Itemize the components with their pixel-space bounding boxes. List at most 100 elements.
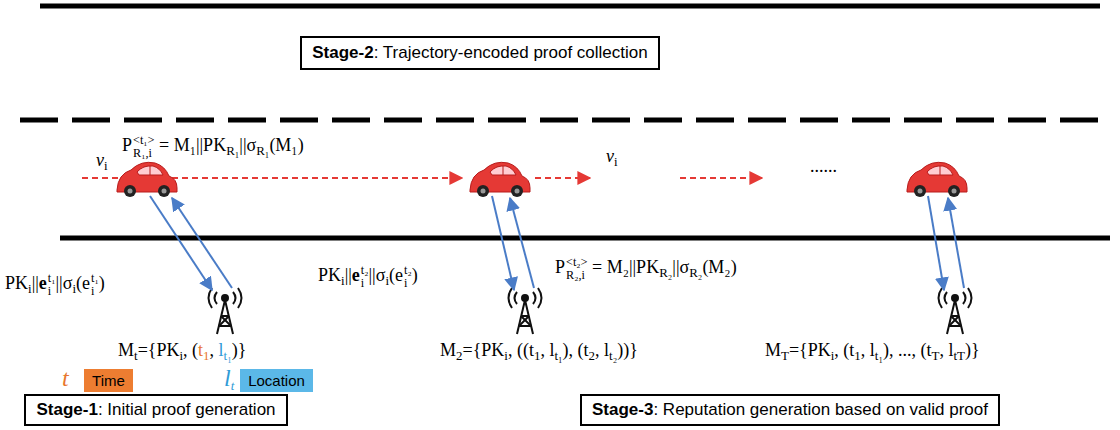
script-stack: t₁i (48, 272, 56, 298)
formula-part: = M₂||PK (587, 257, 659, 277)
formula-part: 2 (589, 348, 595, 363)
formula-part: 1 (534, 348, 540, 363)
formula-part: t₁ (224, 348, 232, 363)
formula-part: <t₁> (133, 134, 154, 147)
formula-part: PK (5, 273, 28, 293)
formula-part: e (39, 273, 47, 293)
script-stack: t₂i (404, 264, 412, 290)
script-stack: t₁i (91, 272, 99, 298)
formula-part: i (385, 273, 389, 288)
formula-part: <t₂> (566, 256, 587, 269)
script-stack: t₂i (361, 264, 369, 290)
formula-part: t₂ (609, 348, 617, 363)
formula-part: R₁ (256, 143, 269, 158)
formula-part: i (48, 285, 56, 298)
formula-part: i (404, 277, 412, 290)
formula-part: || (32, 273, 39, 293)
formula-part: || (345, 265, 352, 285)
formula-label: vi (606, 146, 618, 170)
formula-part: t (62, 365, 69, 391)
formula-part: ={PK (138, 340, 180, 360)
formula-part: , l (595, 340, 609, 360)
formula-part: i (614, 154, 618, 169)
formula-part: P (555, 257, 565, 277)
formula-part: ={PK (789, 340, 831, 360)
formula-part: T (781, 348, 789, 363)
formula-part: R₁ (226, 143, 239, 158)
formula-part: t₁ (48, 272, 56, 285)
formula-part: l (219, 340, 224, 360)
tag-text: Location (248, 372, 305, 389)
formula-part: R₂ (689, 265, 702, 280)
formula-part: tT (953, 348, 965, 363)
formula-part: ), ..., (t (883, 340, 932, 360)
formula-part: M (118, 340, 134, 360)
formula-part: t (134, 348, 138, 363)
stage-box: Stage-3: Reputation generation based on … (580, 394, 1000, 426)
formula-label: lt (224, 364, 234, 394)
formula-part: R₁,i (133, 147, 154, 160)
formula-part: i (104, 158, 108, 173)
formula-part: ) (412, 265, 418, 285)
stage-title: : Reputation generation based on valid p… (653, 400, 988, 420)
formula-part: 1 (854, 348, 860, 363)
stage-number: Stage-1 (36, 400, 97, 420)
stage-title: : Initial proof generation (98, 400, 276, 420)
formula-part: (e (389, 265, 403, 285)
formula-part: T (931, 348, 939, 363)
formula-part: ={PK (463, 340, 505, 360)
formula-part: P (122, 135, 132, 155)
formula-part: (M₁) (269, 135, 303, 155)
formula-part: i (72, 281, 76, 296)
location-tag: Location (240, 369, 313, 392)
formula-part: ||σ (672, 257, 689, 277)
formula-part: ...... (810, 156, 837, 176)
formula-part: v (606, 146, 614, 166)
formula-part: i (831, 348, 835, 363)
time-tag: Time (84, 369, 133, 392)
formula-part: )} (232, 340, 247, 360)
formula-part: i (179, 348, 183, 363)
formula-part: , ((t (508, 340, 534, 360)
formula-part: t₁ (554, 348, 562, 363)
formula-part: ||σ (239, 135, 256, 155)
formula-label: vi (96, 150, 108, 174)
formula-part: R₂ (659, 265, 672, 280)
formula-part: t₁ (875, 348, 883, 363)
formula-part: , l (861, 340, 875, 360)
formula-part: 2 (456, 348, 462, 363)
formula-part: PK (318, 265, 341, 285)
formula-part: , ( (183, 340, 198, 360)
formula-part: t (231, 378, 235, 393)
formula-part: t (198, 340, 203, 360)
formula-part: ||σ (56, 273, 73, 293)
formula-part: , l (939, 340, 953, 360)
formula-part: i (504, 348, 508, 363)
formula-label: t (62, 364, 69, 393)
script-stack: <t₂>R₂,i (566, 256, 587, 282)
formula-part: t₁ (91, 272, 99, 285)
stage-title: : Trajectory-encoded proof collection (374, 43, 648, 63)
formula-label: ...... (810, 156, 837, 178)
formula-part: (M₂) (702, 257, 736, 277)
formula-part: ||σ (369, 265, 386, 285)
formula-part: v (96, 150, 104, 170)
formula-part: = M₁||PK (154, 135, 226, 155)
formula-part: i (28, 281, 32, 296)
stage-box: Stage-1: Initial proof generation (24, 394, 288, 426)
formula-part: e (352, 265, 360, 285)
formula-part: ) (99, 273, 105, 293)
script-stack: <t₁>R₁,i (133, 134, 154, 160)
formula-part: , l (540, 340, 554, 360)
formula-label: MT={PKi, (t1, lt₁), ..., (tT, ltT)} (765, 340, 980, 364)
formula-part: t₂ (404, 264, 412, 277)
tag-text: Time (92, 372, 125, 389)
formula-label: PKi||et₂i||σi(et₂i) (318, 264, 418, 290)
formula-label: M2={PKi, ((t1, lt₁), (t2, lt₂))} (440, 340, 638, 364)
formula-part: i (91, 285, 99, 298)
formula-part: , (t (834, 340, 854, 360)
formula-label: PKi||et₁i||σi(et₁i) (5, 272, 105, 298)
formula-label: Mt={PKi, (t1, lt₁)} (118, 340, 246, 364)
formula-part: M (765, 340, 781, 360)
formula-label: P<t₂>R₂,i = M₂||PKR₂||σR₂(M₂) (555, 256, 737, 282)
